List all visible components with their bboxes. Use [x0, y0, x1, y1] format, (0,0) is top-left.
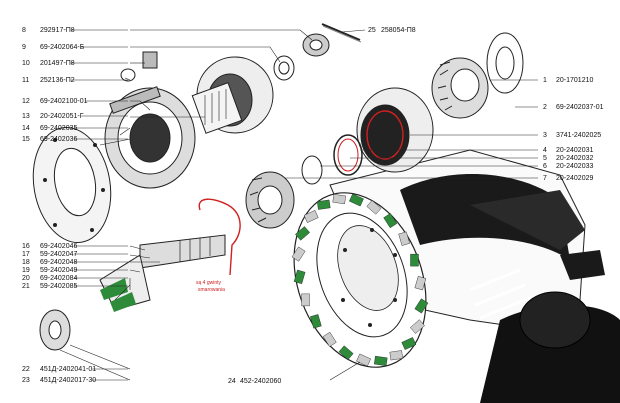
label-25: 25 258054-П8 [368, 27, 416, 34]
label-25-num: 25 [368, 27, 376, 34]
label-15-num: 15 [22, 136, 30, 143]
annotation-line-1: są 4 gwinty [196, 280, 222, 286]
label-2-code: 69-2402037-01 [556, 104, 604, 111]
cotter-pin [321, 23, 362, 43]
label-6-code: 20-2402033 [556, 163, 593, 170]
label-13-code: 20-2402051-Г [40, 113, 84, 120]
label-19-num: 19 [22, 267, 30, 274]
label-5-code: 20-2402032 [556, 155, 593, 162]
leader-lines [59, 29, 538, 381]
gear-tooth [301, 293, 310, 307]
gear-tooth [295, 226, 310, 241]
gear-tooth [414, 298, 429, 314]
label-1-num: 1 [543, 77, 547, 84]
label-24: 24 452-2402060 [228, 378, 281, 385]
label-6-num: 6 [543, 163, 547, 170]
gear-tooth [398, 231, 410, 246]
gear-tooth [410, 319, 425, 334]
bolt [142, 51, 158, 69]
label-1-code: 20-1701210 [556, 77, 593, 84]
gear-tooth [332, 194, 346, 205]
label-22-num: 22 [22, 366, 30, 373]
label-21-num: 21 [22, 283, 30, 290]
label-10-num: 10 [22, 60, 30, 67]
label-16-code: 69-2402046 [40, 243, 77, 250]
label-12-num: 12 [22, 98, 30, 105]
label-4-code: 20-2402031 [556, 147, 593, 154]
pinion-bearing [39, 309, 71, 351]
pinion-shaft [99, 234, 226, 312]
label-19-code: 59-2402049 [40, 267, 77, 274]
label-2-num: 2 [543, 104, 547, 111]
label-11-num: 11 [22, 77, 29, 84]
thrust-washer [486, 32, 524, 94]
bearing-housing [104, 86, 196, 189]
gear-tooth [356, 353, 371, 367]
label-20-code: 69-2402084 [40, 275, 77, 282]
gear-tooth [291, 246, 306, 262]
label-7-code: 20-2402029 [556, 175, 593, 182]
label-11-code: 252136-П2 [40, 77, 75, 84]
gear-tooth [366, 200, 382, 215]
gear-tooth [414, 276, 427, 291]
gear-tooth [317, 199, 331, 210]
label-17-num: 17 [22, 251, 30, 258]
gear-tooth [310, 314, 322, 329]
gear-tooth [389, 350, 403, 361]
label-10-code: 201497-П8 [40, 60, 75, 67]
lubrication-annotation: są 4 gwinty smarowania [196, 198, 241, 293]
right-label-column: 1 20-1701210 2 69-2402037-01 3 3741-2402025 4 2… [543, 77, 604, 182]
label-18-code: 69-2402048 [40, 259, 77, 266]
label-23-num: 23 [22, 377, 30, 384]
shim-rings [301, 134, 363, 185]
label-8-code: 292917-П8 [40, 27, 75, 34]
gear-tooth [401, 337, 417, 350]
washer [273, 55, 295, 81]
gasket-flange [32, 127, 112, 243]
ring-gear [291, 192, 429, 368]
gear-tooth [322, 331, 337, 347]
label-14-code: 69-2402035 [40, 125, 77, 132]
annotation-line-2: smarowania [198, 287, 225, 293]
label-9-num: 9 [22, 44, 26, 51]
label-5-num: 5 [543, 155, 547, 162]
label-20-num: 20 [22, 275, 30, 282]
spring-washer [120, 68, 136, 82]
label-17-code: 59-2402047 [40, 251, 77, 258]
gear-tooth [383, 213, 398, 229]
bearing-cup [356, 87, 434, 173]
left-label-column: 8 292917-П8 9 69-2402064-Б 10 201497-П8 11 2521… [22, 27, 128, 384]
label-12-code: 69-2402100-01 [40, 98, 88, 105]
gear-tooth [349, 193, 364, 207]
label-3-num: 3 [543, 132, 547, 139]
label-7-num: 7 [543, 175, 547, 182]
label-4-num: 4 [543, 147, 547, 154]
label-8-num: 8 [22, 27, 26, 34]
gear-tooth [293, 269, 306, 284]
label-14-num: 14 [22, 125, 30, 132]
label-15-code: 69-2402036 [40, 136, 77, 143]
label-9-code: 69-2402064-Б [40, 44, 85, 51]
gear-tooth [374, 355, 388, 366]
label-13-num: 13 [22, 113, 30, 120]
gear-tooth [303, 210, 319, 223]
label-3-code: 3741-2402025 [556, 132, 601, 139]
label-16-num: 16 [22, 243, 30, 250]
label-21-code: 59-2402085 [40, 283, 77, 290]
flange [191, 56, 274, 134]
label-18-num: 18 [22, 259, 30, 266]
drive-gear [431, 57, 489, 119]
gear-tooth [338, 345, 354, 360]
label-24-num: 24 [228, 378, 236, 385]
label-22-code: 451Д-2402041-01 [40, 366, 96, 373]
gear-tooth [410, 253, 419, 267]
label-25-code: 258054-П8 [381, 27, 416, 34]
label-23-code: 451Д-2402017-30 [40, 377, 96, 384]
roller-bearing [245, 171, 295, 229]
label-24-code: 452-2402060 [240, 378, 281, 385]
nut [302, 33, 330, 57]
